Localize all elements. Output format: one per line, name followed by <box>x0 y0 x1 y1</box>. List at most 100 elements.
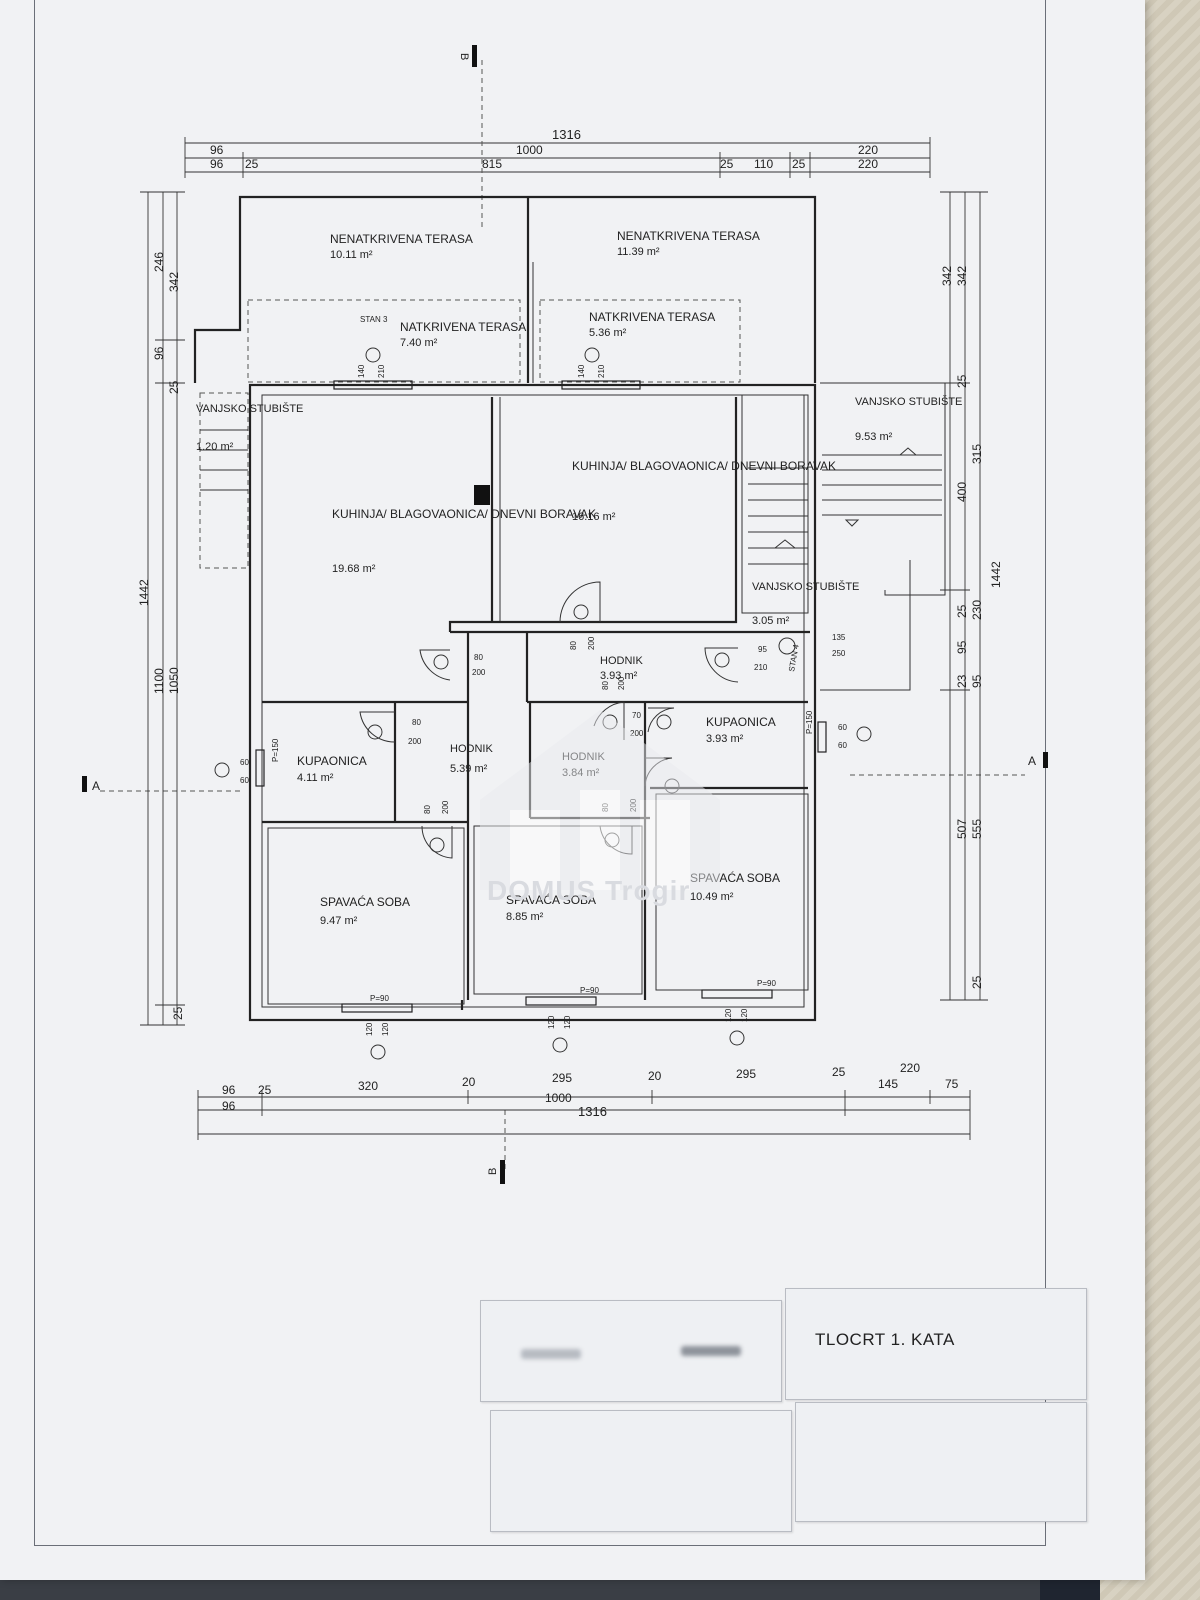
opening-dimensions: 140 210 140 210 80 200 80 200 80 200 80 … <box>240 364 847 1036</box>
dim-left-342: 342 <box>167 272 181 292</box>
shaft-marker <box>474 485 490 505</box>
op-60a: 60 <box>240 758 249 767</box>
dim-bottom-20: 20 <box>462 1075 476 1089</box>
room-name-terrace-2: NENATKRIVENA TERASA <box>617 229 760 243</box>
dim-right-315: 315 <box>970 444 984 464</box>
title-block-cell-bottom-right <box>795 1402 1087 1522</box>
op-80d: 80 <box>423 805 432 814</box>
op-80c: 80 <box>412 718 421 727</box>
dim-right-95b: 95 <box>970 674 984 688</box>
op-120d: 120 <box>563 1015 572 1029</box>
op-210a: 210 <box>377 364 386 378</box>
dim-right-25c: 25 <box>970 975 984 989</box>
section-mark-a-right <box>1043 752 1048 768</box>
op-120f: 120 <box>740 1008 749 1022</box>
dim-top-25c: 25 <box>792 157 806 171</box>
room-area-kitchen-2: 16.16 m² <box>572 511 616 523</box>
dim-right-25b: 25 <box>955 604 969 618</box>
op-60c: 60 <box>838 723 847 732</box>
dim-right-342b: 342 <box>955 266 969 286</box>
op-70: 70 <box>632 711 641 720</box>
label-p90-3: P=90 <box>757 979 776 988</box>
op-120e: 120 <box>724 1008 733 1022</box>
dim-bottom-25b: 25 <box>832 1065 846 1079</box>
room-area-bath-2: 3.93 m² <box>706 733 744 745</box>
op-200f: 200 <box>630 729 644 738</box>
dim-top-25b: 25 <box>720 157 734 171</box>
bottom-dimensions: 96 25 320 20 295 20 295 25 220 96 1000 1… <box>197 1061 971 1140</box>
label-stan4: STAN 4 <box>787 643 801 672</box>
op-200e: 200 <box>617 676 626 690</box>
op-140a: 140 <box>357 364 366 378</box>
dim-right-25: 25 <box>955 374 969 388</box>
dim-top-815: 815 <box>482 157 502 171</box>
dim-bottom-75: 75 <box>945 1077 959 1091</box>
dim-bottom-96: 96 <box>222 1083 236 1097</box>
title-block-cell-left <box>480 1300 782 1402</box>
room-area-corridor-3: 3.84 m² <box>562 767 600 779</box>
dim-left-25b: 25 <box>171 1006 185 1020</box>
op-140b: 140 <box>577 364 586 378</box>
room-name-bedroom-2: SPAVAĆA SOBA <box>506 892 596 907</box>
room-area-terrace-1: 10.11 m² <box>330 249 373 261</box>
section-label-b-bottom: B <box>487 1168 499 1175</box>
op-200b: 200 <box>472 668 486 677</box>
room-area-stairs-2: 9.53 m² <box>855 431 893 443</box>
room-name-bath-1: KUPAONICA <box>297 754 367 768</box>
dim-right-555: 555 <box>970 819 984 839</box>
room-name-covered-2: NATKRIVENA TERASA <box>589 310 715 324</box>
section-label-b-top: B <box>458 53 470 60</box>
stairs <box>199 382 946 691</box>
label-p150-right: P=150 <box>805 710 814 734</box>
dim-bottom-320: 320 <box>358 1079 378 1093</box>
dim-right-507: 507 <box>955 819 969 839</box>
room-area-stairs-1: 1.20 m² <box>196 441 234 453</box>
drawing-title: TLOCRT 1. KATA <box>815 1330 955 1349</box>
dim-right-1442: 1442 <box>989 561 1003 588</box>
room-labels: NENATKRIVENA TERASA 10.11 m² NENATKRIVEN… <box>196 229 962 927</box>
dim-left-1100: 1100 <box>152 668 166 694</box>
room-name-stairs-3: VANJSKO STUBIŠTE <box>752 580 859 593</box>
room-area-corridor-1: 3.93 m² <box>600 670 638 682</box>
op-200g: 200 <box>629 798 638 812</box>
op-135: 135 <box>832 633 846 642</box>
dim-top-1000: 1000 <box>516 143 543 157</box>
terrace-zone <box>193 195 817 383</box>
op-210c: 210 <box>754 663 768 672</box>
section-mark-b-bottom <box>500 1160 505 1184</box>
dim-right-400: 400 <box>955 482 969 502</box>
op-80f: 80 <box>601 803 610 812</box>
room-name-bedroom-3: SPAVAĆA SOBA <box>690 870 780 885</box>
right-dimensions: 342 342 25 315 400 1442 25 230 95 23 95 … <box>940 191 1003 1001</box>
op-95: 95 <box>758 645 767 654</box>
room-area-bedroom-1: 9.47 m² <box>320 915 358 927</box>
label-p150-left: P=150 <box>271 738 280 762</box>
section-mark-b-top <box>472 45 477 67</box>
room-name-corridor-3: HODNIK <box>562 751 605 763</box>
op-60d: 60 <box>838 741 847 750</box>
label-p90-2: P=90 <box>580 986 599 995</box>
op-200c: 200 <box>408 737 422 746</box>
dim-bottom-145: 145 <box>878 1077 898 1091</box>
op-210b: 210 <box>597 364 606 378</box>
room-name-corridor-2: HODNIK <box>450 743 493 755</box>
dim-top-110: 110 <box>754 157 773 171</box>
dim-left-246: 246 <box>152 252 166 272</box>
opening-markers <box>214 347 872 1060</box>
dim-right-342a: 342 <box>940 266 954 286</box>
room-name-terrace-1: NENATKRIVENA TERASA <box>330 232 473 246</box>
room-name-stairs-1: VANJSKO STUBIŠTE <box>196 402 303 415</box>
op-200d: 200 <box>441 800 450 814</box>
room-name-kitchen-1: KUHINJA/ BLAGOVAONICA/ DNEVNI BORAVAK <box>332 507 596 521</box>
room-area-bedroom-2: 8.85 m² <box>506 911 544 923</box>
room-area-bath-1: 4.11 m² <box>297 772 334 784</box>
room-name-bath-2: KUPAONICA <box>706 715 776 729</box>
room-name-covered-1: NATKRIVENA TERASA <box>400 320 526 334</box>
dim-top-220b: 220 <box>858 157 878 171</box>
dim-top-220: 220 <box>858 143 878 157</box>
apartment-walls <box>248 383 817 1022</box>
room-area-bedroom-3: 10.49 m² <box>690 891 734 903</box>
dim-left-25: 25 <box>167 380 181 394</box>
dim-bottom-1316: 1316 <box>578 1104 607 1119</box>
